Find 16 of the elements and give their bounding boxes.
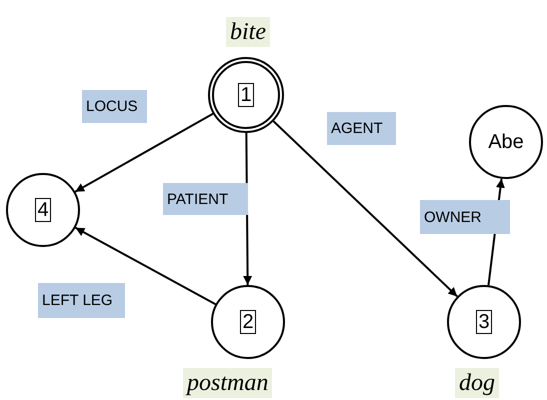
node-caption: bite bbox=[226, 17, 270, 47]
arrow bbox=[74, 112, 214, 193]
edge-label: LEFT LEG bbox=[38, 283, 125, 318]
boxed-number: 4 bbox=[35, 198, 51, 222]
edge-label: LOCUS bbox=[82, 90, 147, 123]
edge-label: AGENT bbox=[327, 112, 396, 145]
arrow bbox=[272, 120, 458, 298]
arrow bbox=[75, 226, 216, 306]
node-caption: postman bbox=[183, 368, 272, 398]
edge-label: PATIENT bbox=[163, 183, 248, 215]
boxed-number: 2 bbox=[240, 310, 256, 334]
node-label: Abe bbox=[488, 130, 524, 154]
boxed-number: 3 bbox=[476, 310, 492, 334]
edge-label: OWNER bbox=[420, 200, 510, 234]
boxed-number: 1 bbox=[238, 83, 254, 107]
node-caption: dog bbox=[455, 368, 499, 398]
